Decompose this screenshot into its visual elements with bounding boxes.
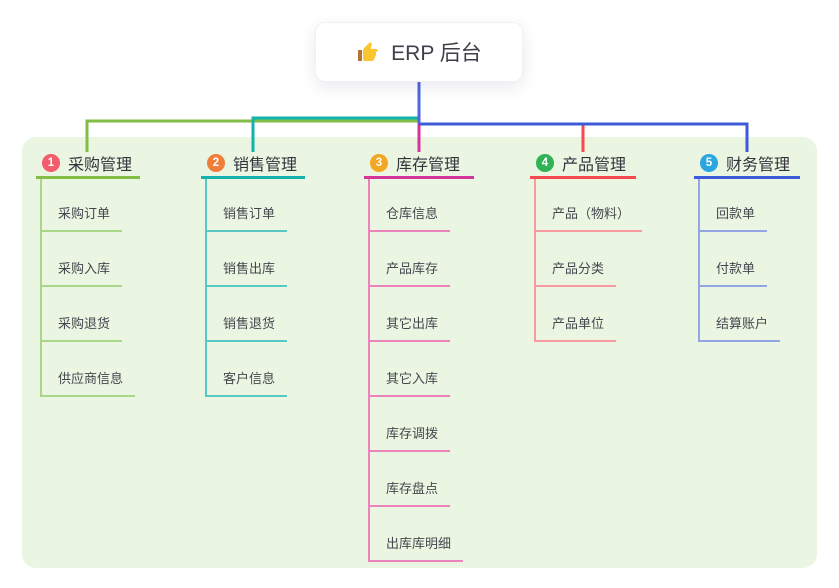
branch-index-badge: 1: [42, 154, 60, 172]
branch-header-5[interactable]: 5 财务管理: [694, 150, 800, 179]
branch-index-badge: 5: [700, 154, 718, 172]
child-node[interactable]: 库存调拨: [368, 424, 451, 452]
child-label: 库存盘点: [386, 481, 439, 496]
child-node[interactable]: 销售订单: [205, 204, 288, 232]
child-node[interactable]: 客户信息: [205, 369, 288, 397]
child-node[interactable]: 供应商信息: [40, 369, 136, 397]
child-node[interactable]: 采购退货: [40, 314, 123, 342]
branch-title: 销售管理: [233, 157, 298, 174]
branch-spine: [534, 179, 536, 342]
child-node[interactable]: 出库库明细: [368, 534, 464, 562]
child-label: 销售退货: [223, 316, 276, 331]
branch-spine: [205, 179, 207, 397]
child-node[interactable]: 销售出库: [205, 259, 288, 287]
child-node[interactable]: 产品库存: [368, 259, 451, 287]
child-node[interactable]: 产品分类: [534, 259, 617, 287]
child-label: 其它入库: [386, 371, 439, 386]
branch-index-badge: 2: [207, 154, 225, 172]
branch-header-1[interactable]: 1 采购管理: [36, 150, 140, 179]
child-label: 产品单位: [552, 316, 605, 331]
branch-header-3[interactable]: 3 库存管理: [364, 150, 474, 179]
branch-header-2[interactable]: 2 销售管理: [201, 150, 305, 179]
child-node[interactable]: 销售退货: [205, 314, 288, 342]
child-node[interactable]: 采购订单: [40, 204, 123, 232]
child-label: 采购退货: [58, 316, 111, 331]
child-label: 客户信息: [223, 371, 276, 386]
background-panel: [22, 137, 817, 568]
root-node[interactable]: ERP 后台: [315, 22, 523, 82]
branch-spine: [40, 179, 42, 397]
branch-spine: [368, 179, 370, 562]
child-node[interactable]: 采购入库: [40, 259, 123, 287]
child-label: 仓库信息: [386, 206, 439, 221]
child-node[interactable]: 库存盘点: [368, 479, 451, 507]
child-label: 回款单: [716, 206, 756, 221]
child-label: 出库库明细: [386, 536, 452, 551]
child-node[interactable]: 仓库信息: [368, 204, 451, 232]
branch-title: 产品管理: [562, 157, 627, 174]
child-label: 产品库存: [386, 261, 439, 276]
thumbs-up-icon: [358, 42, 379, 61]
child-label: 供应商信息: [58, 371, 124, 386]
child-label: 付款单: [716, 261, 756, 276]
child-label: 产品分类: [552, 261, 605, 276]
child-label: 销售订单: [223, 206, 276, 221]
child-node[interactable]: 结算账户: [698, 314, 781, 342]
child-node[interactable]: 其它出库: [368, 314, 451, 342]
branch-title: 财务管理: [726, 157, 791, 174]
branch-spine: [698, 179, 700, 342]
child-node[interactable]: 回款单: [698, 204, 768, 232]
child-label: 采购订单: [58, 206, 111, 221]
child-label: 库存调拨: [386, 426, 439, 441]
child-node[interactable]: 付款单: [698, 259, 768, 287]
child-node[interactable]: 其它入库: [368, 369, 451, 397]
branch-title: 采购管理: [68, 157, 133, 174]
branch-index-badge: 4: [536, 154, 554, 172]
branch-title: 库存管理: [396, 157, 461, 174]
child-node[interactable]: 产品单位: [534, 314, 617, 342]
child-label: 销售出库: [223, 261, 276, 276]
child-label: 产品（物料）: [552, 206, 631, 221]
branch-header-4[interactable]: 4 产品管理: [530, 150, 636, 179]
root-title: ERP 后台: [391, 42, 482, 65]
child-label: 采购入库: [58, 261, 111, 276]
child-label: 其它出库: [386, 316, 439, 331]
child-node[interactable]: 产品（物料）: [534, 204, 643, 232]
child-label: 结算账户: [716, 316, 769, 331]
branch-index-badge: 3: [370, 154, 388, 172]
